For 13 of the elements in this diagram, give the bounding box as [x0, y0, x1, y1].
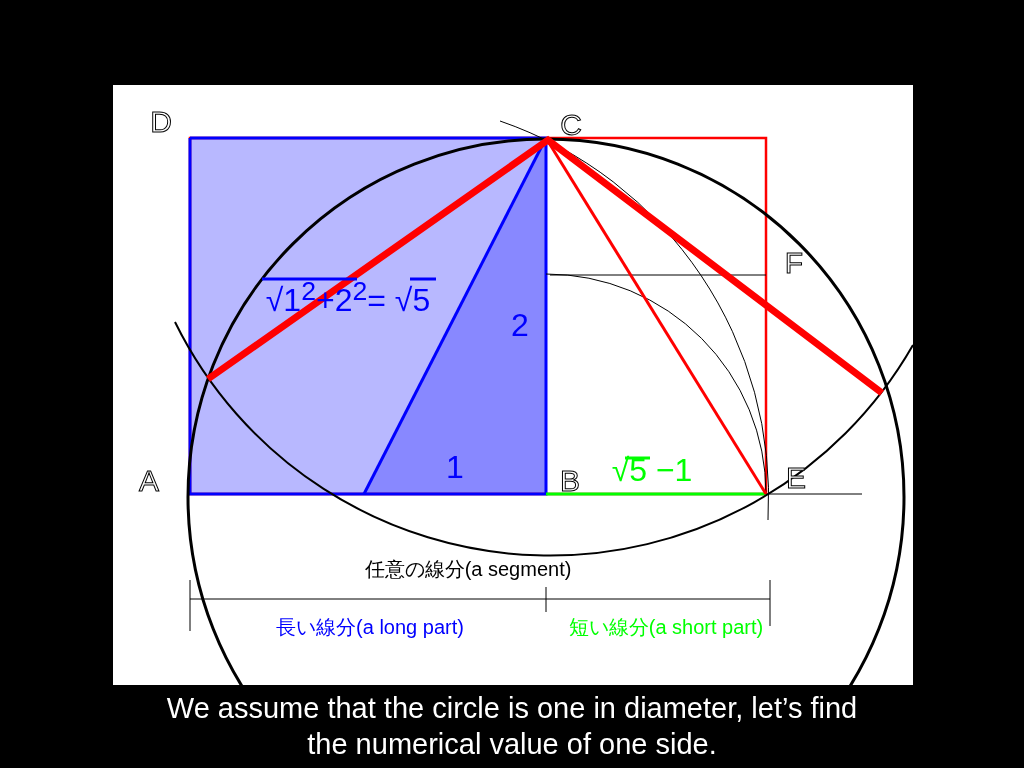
- formula-label: √1$^{2}$+2$^{2}$= √5: [265, 277, 431, 317]
- segment-label: 長い線分(a long part): [276, 617, 464, 637]
- side-length-label: √5 −1: [611, 454, 693, 486]
- side-length-label: 1: [446, 451, 464, 483]
- segment-label: 任意の線分(a segment): [364, 559, 572, 579]
- point-label: B: [560, 466, 580, 496]
- segment-label: 短い線分(a short part): [568, 617, 764, 637]
- point-label: A: [139, 466, 159, 496]
- point-label: C: [560, 110, 582, 140]
- side-length-label: 2: [511, 309, 529, 341]
- point-label: F: [784, 248, 804, 278]
- caption: We assume that the circle is one in diameter, let’s find the numerical value of one side.: [165, 691, 859, 762]
- point-label: D: [150, 107, 172, 137]
